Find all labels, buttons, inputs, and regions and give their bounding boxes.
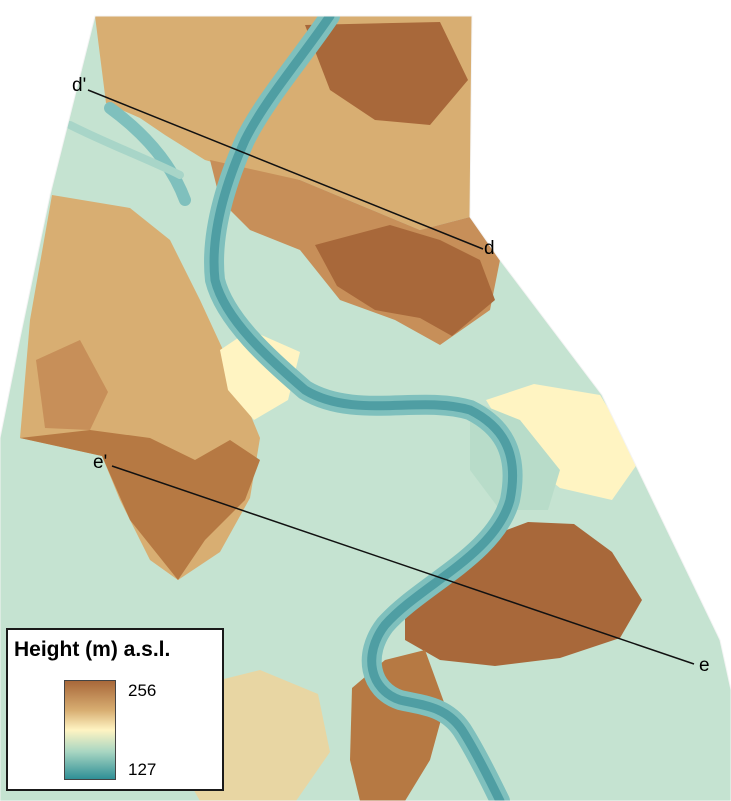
- legend-min-value: 127: [128, 760, 157, 779]
- profile-d-start-label: d': [72, 75, 87, 96]
- upland-patch: [486, 384, 640, 500]
- legend-color-ramp: [64, 680, 116, 780]
- upland-patch: [20, 430, 260, 580]
- river-channel: [209, 16, 518, 801]
- map-boundary: [0, 15, 731, 801]
- upland-patch: [220, 330, 300, 420]
- profile-e-end-label: e: [699, 655, 710, 676]
- profile-line-d: [87, 89, 484, 250]
- profile-line-e: [111, 465, 695, 665]
- legend-title: Height (m) a.s.l.: [14, 638, 171, 661]
- height-legend: Height (m) a.s.l. 256 127: [6, 628, 224, 791]
- upland-patch: [36, 340, 108, 430]
- upland-patch: [315, 225, 495, 336]
- profile-d-end-label: d: [484, 238, 495, 259]
- profile-e-start-label: e': [93, 452, 108, 473]
- river-channel: [66, 121, 184, 179]
- river-channel: [104, 102, 191, 206]
- legend-max-value: 256: [128, 681, 157, 700]
- upland-patch: [305, 22, 468, 125]
